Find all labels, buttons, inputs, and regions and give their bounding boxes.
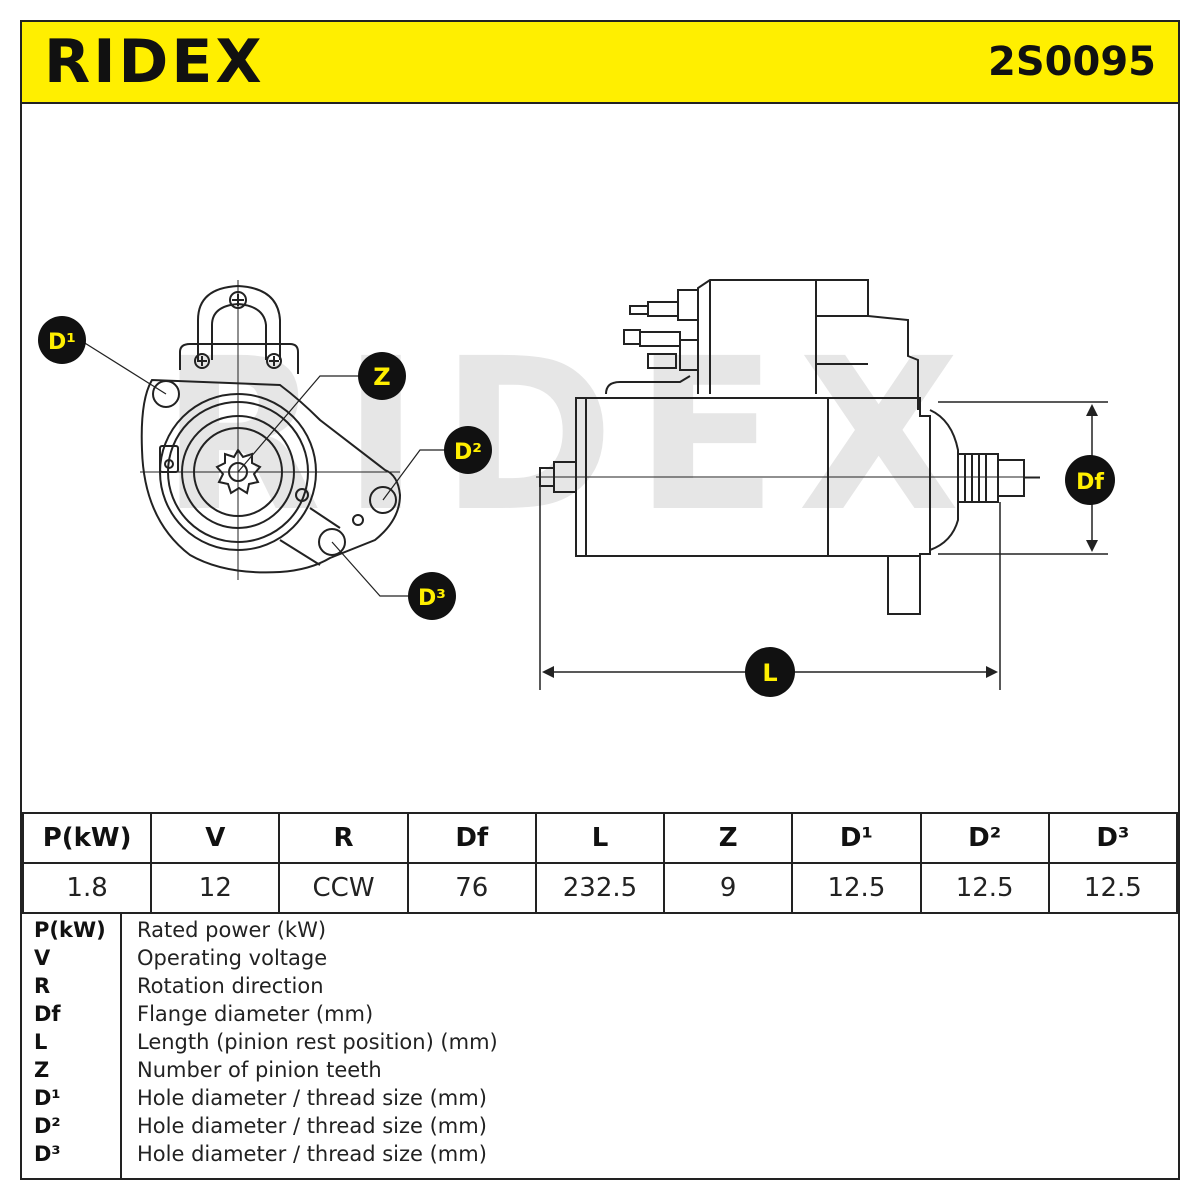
legend-desc: Length (pinion rest position) (mm) bbox=[137, 1030, 498, 1054]
legend-key: P(kW) bbox=[34, 918, 106, 942]
legend-divider bbox=[120, 914, 122, 1180]
legend-row: D² Hole diameter / thread size (mm) bbox=[22, 1112, 1178, 1140]
watermark: RIDEX bbox=[160, 313, 980, 558]
legend-key: L bbox=[34, 1030, 48, 1054]
legend-row: D³ Hole diameter / thread size (mm) bbox=[22, 1140, 1178, 1168]
callout-label: Z bbox=[373, 363, 390, 391]
side-view bbox=[536, 279, 1040, 615]
spec-header: Z bbox=[663, 812, 794, 864]
legend-key: R bbox=[34, 974, 51, 998]
legend-desc: Hole diameter / thread size (mm) bbox=[137, 1142, 487, 1166]
legend-key: Df bbox=[34, 1002, 61, 1026]
callout-label: D¹ bbox=[48, 330, 76, 355]
callout-label: D² bbox=[454, 440, 482, 465]
callout-d1: D¹ bbox=[38, 316, 86, 364]
spec-header: V bbox=[150, 812, 281, 864]
legend-key: D³ bbox=[34, 1142, 61, 1166]
spec-value: 1.8 bbox=[21, 862, 153, 914]
spec-header: Df bbox=[406, 812, 537, 864]
legend-key: D² bbox=[34, 1114, 61, 1138]
legend-row: Z Number of pinion teeth bbox=[22, 1056, 1178, 1084]
legend-desc: Hole diameter / thread size (mm) bbox=[137, 1114, 487, 1138]
callout-label: D³ bbox=[418, 586, 446, 611]
legend: P(kW) Rated power (kW) V Operating voltage… bbox=[22, 914, 1178, 1180]
spec-value: 12.5 bbox=[791, 862, 922, 914]
legend-desc: Flange diameter (mm) bbox=[137, 1002, 374, 1026]
legend-key: D¹ bbox=[34, 1086, 61, 1110]
callout-label: L bbox=[762, 659, 777, 687]
spec-header: P(kW) bbox=[21, 812, 153, 864]
callout-l: L bbox=[745, 647, 795, 697]
legend-row: D¹ Hole diameter / thread size (mm) bbox=[22, 1084, 1178, 1112]
legend-desc: Number of pinion teeth bbox=[137, 1058, 382, 1082]
spec-value: 76 bbox=[406, 862, 537, 914]
callout-label: Df bbox=[1076, 470, 1104, 495]
spec-header: L bbox=[534, 812, 666, 864]
spec-header: R bbox=[278, 812, 409, 864]
brand-logo: RIDEX bbox=[44, 27, 265, 97]
legend-row: P(kW) Rated power (kW) bbox=[22, 916, 1178, 944]
header-bar: RIDEX 2S0095 bbox=[22, 22, 1178, 104]
spec-header: D³ bbox=[1047, 812, 1179, 864]
legend-desc: Hole diameter / thread size (mm) bbox=[137, 1086, 487, 1110]
spec-header: D² bbox=[919, 812, 1050, 864]
legend-desc: Rated power (kW) bbox=[137, 918, 327, 942]
legend-desc: Rotation direction bbox=[137, 974, 324, 998]
spec-header: D¹ bbox=[791, 812, 922, 864]
spec-value: CCW bbox=[278, 862, 409, 914]
spec-table: P(kW) V R Df L Z D¹ D² D³ 1.8 12 CCW 76 … bbox=[21, 812, 1179, 914]
leader-lines bbox=[79, 339, 446, 597]
front-view bbox=[140, 280, 402, 580]
legend-key: Z bbox=[34, 1058, 50, 1082]
legend-row: V Operating voltage bbox=[22, 944, 1178, 972]
callout-df: Df bbox=[1065, 455, 1115, 505]
spec-value: 12.5 bbox=[1047, 862, 1179, 914]
starter-motor-drawing: RIDEX bbox=[38, 279, 1115, 697]
spec-value: 12 bbox=[150, 862, 281, 914]
legend-desc: Operating voltage bbox=[137, 946, 328, 970]
callout-d2: D² bbox=[444, 426, 492, 474]
legend-row: L Length (pinion rest position) (mm) bbox=[22, 1028, 1178, 1056]
datasheet-frame: RIDEX 2S0095 P(kW) V R Df L Z D¹ D² D³ 1… bbox=[20, 20, 1180, 1180]
spec-value: 9 bbox=[663, 862, 794, 914]
callout-z: Z bbox=[358, 352, 406, 400]
legend-key: V bbox=[34, 946, 51, 970]
legend-row: R Rotation direction bbox=[22, 972, 1178, 1000]
spec-value-row: 1.8 12 CCW 76 232.5 9 12.5 12.5 12.5 bbox=[21, 862, 1179, 914]
part-number: 2S0095 bbox=[988, 39, 1156, 85]
legend-row: Df Flange diameter (mm) bbox=[22, 1000, 1178, 1028]
spec-header-row: P(kW) V R Df L Z D¹ D² D³ bbox=[21, 812, 1179, 864]
spec-value: 12.5 bbox=[919, 862, 1050, 914]
spec-value: 232.5 bbox=[534, 862, 666, 914]
callout-d3: D³ bbox=[408, 572, 456, 620]
